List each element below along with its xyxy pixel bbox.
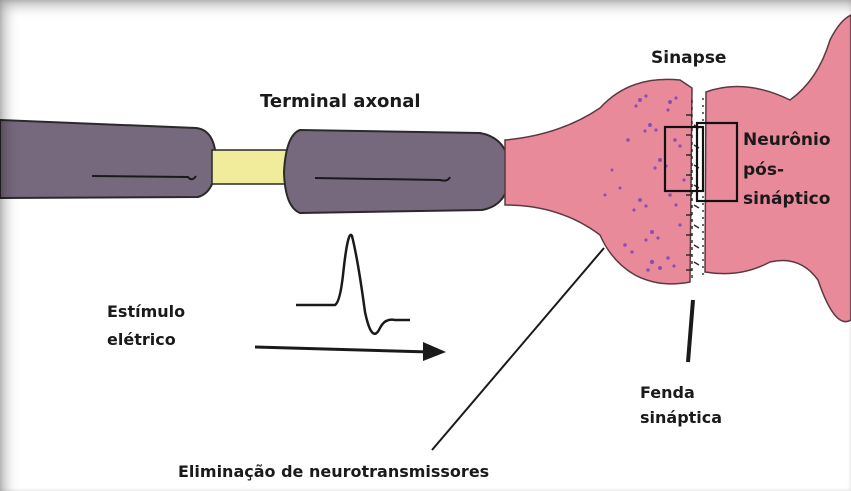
axon	[0, 120, 510, 213]
label-fenda-line2: sináptica	[640, 408, 722, 427]
label-eliminacao: Eliminação de neurotransmissores	[178, 462, 489, 481]
axon-segment-right	[284, 130, 510, 213]
elimination-pointer-line	[432, 248, 604, 450]
cleft-pointer-line	[688, 300, 693, 362]
myelin-gap	[212, 150, 292, 184]
label-terminal-axonal: Terminal axonal	[260, 91, 421, 112]
action-potential-waveform	[296, 235, 410, 334]
label-neuronio-line3: sináptico	[743, 189, 830, 209]
label-neuronio-line1: Neurônio	[743, 130, 831, 150]
stimulus-arrow	[255, 342, 446, 361]
axon-segment-left	[0, 120, 216, 198]
label-fenda-line1: Fenda	[640, 383, 695, 402]
label-estimulo-line1: Estímulo	[107, 302, 185, 321]
label-estimulo-line2: elétrico	[107, 330, 176, 349]
label-sinapse: Sinapse	[651, 48, 726, 68]
label-neuronio-line2: pós-	[743, 160, 784, 180]
